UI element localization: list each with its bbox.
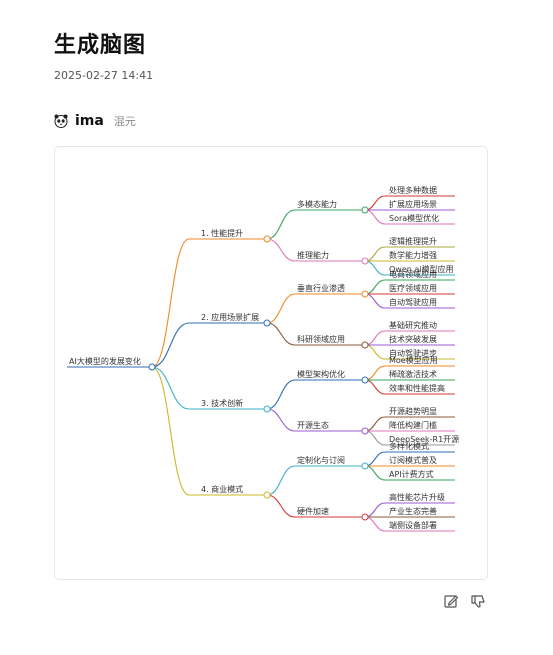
mindmap-sub-label: 科研领域应用 (297, 334, 345, 344)
mindmap-branch-label: 4. 商业模式 (201, 484, 243, 494)
mindmap-leaf-connector (364, 260, 386, 276)
mindmap-sub-label: 推理能力 (297, 250, 329, 260)
mindmap-branch-node (263, 405, 271, 413)
mindmap-leaf-label: 数学能力增强 (389, 250, 437, 260)
mindmap-leaf-connector (364, 209, 386, 225)
author-name: ima (75, 113, 104, 129)
mindmap-leaf-connector (364, 516, 386, 532)
mindmap-sub-node (361, 206, 369, 214)
mindmap-sub-label: 模型架构优化 (297, 369, 345, 379)
mindmap-sub-label: 多模态能力 (297, 199, 337, 209)
mindmap-leaf-label: 医疗领域应用 (389, 283, 437, 293)
mindmap-card: AI大模型的发展变化 1. 性能提升 多模态能力 处理多种数据扩展应用场景 Sora模型… (54, 146, 488, 580)
mindmap-leaf-label: 高性能芯片升级 (389, 492, 445, 502)
mindmap-branch-node (263, 235, 271, 243)
page-title: 生成脑图 (54, 33, 147, 58)
mindmap-root-label: AI大模型的发展变化 (69, 356, 141, 366)
mindmap-leaf-label: 效率和性能提高 (389, 383, 445, 393)
mindmap-leaf-label: 开源趋势明显 (389, 406, 437, 416)
mindmap-leaf-label: Moe模型应用 (389, 355, 438, 365)
mindmap-branch-label: 3. 技术创新 (201, 398, 243, 408)
model-badge: 混元 (113, 115, 136, 128)
mindmap-sub-connector (266, 379, 296, 410)
mindmap-leaf-label: 自动驾驶应用 (389, 297, 437, 307)
mindmap-leaf-label: Sora模型优化 (389, 213, 439, 223)
mindmap-leaf-label: 自动驾驶进步 (389, 348, 437, 358)
mindmap-leaf-label: 端侧设备部署 (389, 520, 437, 530)
mindmap-leaf-connector (364, 416, 386, 432)
mindmap-leaf-label: 技术突破发展 (389, 334, 437, 344)
mindmap-leaf-connector (364, 451, 386, 467)
mindmap-leaf-label: API计费方式 (389, 469, 434, 479)
mindmap-branch-connector (151, 366, 190, 410)
mindmap-sub-node (361, 257, 369, 265)
mindmap-sub-label: 垂直行业渗透 (297, 283, 345, 293)
mindmap-leaf-label: 产业生态完善 (389, 506, 437, 516)
mindmap-root-node (148, 363, 156, 371)
mindmap-leaf-label: 订阅模式普及 (389, 455, 437, 465)
mindmap-sub-node (361, 462, 369, 470)
mindmap-sub-connector (266, 238, 296, 262)
mindmap-leaf-label: 处理多种数据 (389, 185, 437, 195)
mindmap-leaf-label: 基础研究推动 (389, 320, 437, 330)
mindmap-sub-connector (266, 293, 296, 324)
mindmap-branch-label: 1. 性能提升 (201, 228, 243, 238)
panda-icon (54, 114, 68, 128)
mindmap-sub-node (361, 427, 369, 435)
mindmap-leaf-connector (364, 293, 386, 309)
mindmap-leaf-connector (364, 365, 386, 381)
mindmap-branch-node (263, 491, 271, 499)
mindmap-leaf-connector (364, 279, 386, 295)
mindmap-sub-label: 定制化与订阅 (297, 455, 345, 465)
mindmap-sub-connector (266, 465, 296, 496)
mindmap-sub-node (361, 341, 369, 349)
mindmap-leaf-connector (364, 430, 386, 446)
mindmap-leaf-label: 扩展应用场景 (389, 199, 437, 209)
mindmap-sub-connector (266, 408, 296, 432)
mindmap-sub-node (361, 513, 369, 521)
mindmap-sub-connector (266, 494, 296, 518)
timestamp: 2025-02-27 14:41 (54, 69, 154, 82)
author-row: ima 混元 (54, 113, 136, 129)
mindmap-leaf-connector (364, 465, 386, 481)
mindmap-sub-label: 开源生态 (297, 420, 329, 430)
mindmap-branch-connector (151, 238, 190, 368)
mindmap-sub-label: 硬件加速 (297, 506, 329, 516)
edit-icon[interactable] (443, 593, 459, 609)
mindmap-sub-connector (266, 209, 296, 240)
mindmap-branch-connector (151, 322, 190, 368)
mindmap-leaf-connector (364, 246, 386, 262)
mindmap-branch-connector (151, 366, 190, 496)
mindmap-sub-node (361, 376, 369, 384)
mindmap-leaf-connector (364, 502, 386, 518)
mindmap-branch-label: 2. 应用场景扩展 (201, 312, 259, 322)
mindmap-branch-node (263, 319, 271, 327)
mindmap-leaf-label: Qwen.ai模型应用 (389, 264, 454, 274)
mindmap-leaf-connector (364, 379, 386, 395)
mindmap-sub-connector (266, 322, 296, 346)
mindmap-leaf-connector (364, 330, 386, 346)
mindmap-leaf-label: 电商领域应用 (389, 269, 437, 279)
mindmap-leaf-label: DeepSeek-R1开源 (389, 435, 459, 444)
mindmap-leaf-label: 多样化模式 (389, 441, 429, 451)
mindmap-leaf-connector (364, 344, 386, 360)
thumbs-down-icon[interactable] (470, 593, 486, 609)
mindmap-leaf-label: 降低构建门槛 (389, 420, 437, 430)
mindmap-sub-node (361, 290, 369, 298)
mindmap-leaf-label: 逻辑推理提升 (389, 236, 437, 246)
mindmap-leaf-connector (364, 195, 386, 211)
mindmap-leaf-label: 稀疏激活技术 (389, 369, 437, 379)
